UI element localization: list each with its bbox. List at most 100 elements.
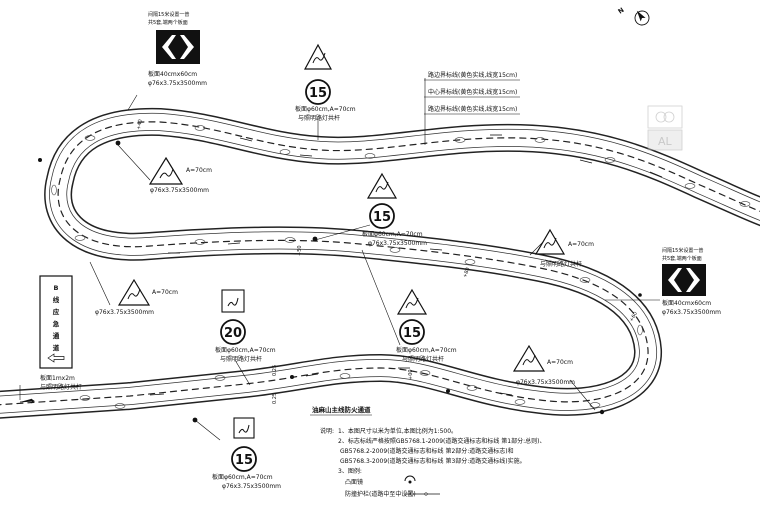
chevron-left-icon bbox=[162, 35, 176, 59]
station-2: 0.25 bbox=[272, 393, 278, 404]
left-sign-char-3: 应 bbox=[53, 307, 60, 316]
warning-sign-bottom-right: A=70cm φ76x3.75x3500mm bbox=[512, 344, 575, 386]
tri-left-a: A=70cm bbox=[152, 289, 178, 296]
chevron-sign-top-left: 间隔15米设置一普 共5套,端两个板面 板面40cmx60cm φ76x3.75… bbox=[148, 11, 207, 87]
speed-top-value: 15 bbox=[309, 86, 327, 101]
left-sign-mount: 与照明路灯共杆 bbox=[40, 383, 82, 391]
left-sign-char-6: 道 bbox=[53, 343, 60, 352]
left-sign-char-4: 急 bbox=[53, 319, 60, 328]
sign-top-left-note2: 共5套,端两个板面 bbox=[148, 19, 188, 26]
speed-limit-circle bbox=[220, 319, 246, 345]
tri-bottom-right-pole: φ76x3.75x3500mm bbox=[516, 379, 575, 386]
sign-right-board: 板面40cmx60cm bbox=[662, 299, 711, 307]
speed-limit-circle bbox=[231, 446, 257, 472]
speed-bottom-value: 15 bbox=[235, 453, 253, 468]
sign-right-note1: 间隔15米设置一普 bbox=[662, 247, 703, 254]
tri-bottom-right-a: A=70cm bbox=[547, 359, 573, 366]
warning-triangle-icon bbox=[303, 43, 333, 70]
speed-top-mount: 与照明路灯共杆 bbox=[298, 114, 340, 122]
notes-line-1: 1、本图尺寸以米为单位,本图比例为1:500。 bbox=[338, 427, 457, 435]
station-4: +80 bbox=[462, 267, 471, 279]
speed-right-mount: 与照明路灯共杆 bbox=[402, 355, 444, 363]
tri-right-a: A=70cm bbox=[568, 241, 594, 248]
lane-arrows bbox=[19, 134, 663, 404]
left-sign-char-2: 线 bbox=[53, 295, 60, 304]
speed-limit-circle bbox=[305, 79, 331, 105]
guardrail-outer bbox=[0, 122, 760, 405]
sign-top-left-pole: φ76x3.75x3500mm bbox=[148, 80, 207, 87]
sign-right-pole: φ76x3.75x3500mm bbox=[662, 309, 721, 316]
slippery-road-icon bbox=[227, 297, 239, 307]
line-note-2: 中心界标线(黄色实线,线宽15cm) bbox=[428, 88, 517, 96]
warning-triangle-icon bbox=[512, 344, 546, 372]
warning-sign-left: A=70cm φ76x3.75x3500mm bbox=[95, 278, 178, 316]
left-sign-board: 板面1mx2m bbox=[40, 374, 75, 382]
speed-mid-board: 板面φ60cm,A=70cm bbox=[362, 230, 423, 238]
speed-sign-bottom: 15 板面φ60cm,A=70cm φ76x3.75x3500mm bbox=[212, 417, 281, 490]
tri-left-pole: φ76x3.75x3500mm bbox=[95, 309, 154, 316]
warning-triangle-icon bbox=[366, 172, 398, 199]
speed-top-board: 板面φ60cm,A=70cm bbox=[295, 105, 356, 113]
chevron-right-icon bbox=[180, 35, 194, 59]
station-labels: 0.25 0.25 +50 +80 +00 +60 +40 bbox=[136, 119, 639, 404]
speed-right-value: 15 bbox=[403, 326, 421, 341]
speed-bottom-pole: φ76x3.75x3500mm bbox=[222, 483, 281, 490]
tri-upper-left-a: A=70cm bbox=[186, 167, 212, 174]
speed-limit-circle bbox=[369, 203, 395, 229]
warning-sign-right: A=70cm 与照明路灯共杆 bbox=[534, 228, 594, 268]
notes-line-4: GB5768.3-2009(道路交通标志和标线 第3部分:道路交通标线)实施。 bbox=[340, 457, 526, 465]
station-7: +40 bbox=[136, 119, 144, 130]
notes-block: 说明: 1、本图尺寸以米为单位,本图比例为1:500。 2、标志标线严格按照GB… bbox=[320, 427, 545, 498]
warning-triangle-icon bbox=[117, 278, 151, 306]
line-notes: 路边界标线(黄色实线,线宽15cm) 中心界标线(黄色实线,线宽15cm) 路边… bbox=[424, 71, 520, 115]
emergency-lane-sign: B 线 应 急 通 道 板面1mx2m 与照明路灯共杆 bbox=[39, 275, 82, 391]
leader-lines bbox=[19, 78, 660, 441]
arrow-left-icon bbox=[47, 353, 65, 363]
chevron-left-icon bbox=[668, 268, 682, 292]
north-label: N bbox=[617, 6, 626, 16]
warning-triangle-icon bbox=[396, 288, 428, 315]
speed-sign-middle: 15 板面φ60cm,A=70cm φ76x3.75x3500mm bbox=[362, 172, 427, 247]
speed-sign-right-middle: 15 板面φ60cm,A=70cm 与照明路灯共杆 bbox=[396, 288, 457, 363]
drawing-title: 油麻山主线防火通道 bbox=[312, 405, 371, 414]
north-arrow bbox=[634, 10, 650, 26]
sign-right-note2: 共5套,端两个板面 bbox=[662, 255, 702, 262]
speed-left20-mount: 与照明路灯共杆 bbox=[220, 355, 262, 363]
sign-top-left-note1: 间隔15米设置一普 bbox=[148, 11, 189, 18]
legend-mirror-label: 凸面镜 bbox=[345, 478, 363, 486]
warning-sign-upper-left: A=70cm φ76x3.75x3500mm bbox=[148, 156, 212, 194]
tri-right-mount: 与照明路灯共杆 bbox=[540, 260, 582, 268]
speed-limit-circle bbox=[399, 319, 425, 345]
legend-guardrail-label: 防撞护栏(道路中至中设置) bbox=[345, 490, 416, 498]
speed-sign-20: 20 板面φ60cm,A=70cm 与照明路灯共杆 bbox=[215, 289, 276, 363]
speed-sign-top: 15 板面φ60cm,A=70cm 与照明路灯共杆 bbox=[295, 43, 356, 122]
station-3: +50 bbox=[297, 245, 303, 256]
chevron-right-icon bbox=[686, 268, 700, 292]
speed-left20-value: 20 bbox=[224, 326, 242, 341]
watermark-text: AL bbox=[658, 135, 673, 148]
line-note-3: 路边界标线(黄色实线,线宽15cm) bbox=[428, 105, 517, 113]
notes-header: 说明: bbox=[320, 427, 334, 435]
speed-bottom-board: 板面φ60cm,A=70cm bbox=[212, 473, 273, 481]
speed-mid-pole: φ76x3.75x3500mm bbox=[368, 240, 427, 247]
convex-mirror-icon bbox=[404, 475, 416, 482]
notes-line-3: GB5768.2-2009(道路交通标志和标线 第2部分:道路交通标志)和 bbox=[340, 447, 514, 455]
road bbox=[0, 107, 760, 419]
speed-left20-board: 板面φ60cm,A=70cm bbox=[215, 346, 276, 354]
station-1: 0.25 bbox=[272, 365, 278, 376]
tri-upper-left-pole: φ76x3.75x3500mm bbox=[150, 187, 209, 194]
line-note-1: 路边界标线(黄色实线,线宽15cm) bbox=[428, 71, 517, 79]
center-line bbox=[0, 121, 760, 406]
chevron-sign-right: 间隔15米设置一普 共5套,端两个板面 板面40cmx60cm φ76x3.75… bbox=[662, 247, 721, 316]
station-6: +60 bbox=[629, 311, 639, 323]
left-sign-char-1: B bbox=[54, 284, 59, 292]
left-sign-char-5: 通 bbox=[53, 331, 60, 340]
notes-line-5: 3、图例: bbox=[338, 467, 362, 475]
speed-right-board: 板面φ60cm,A=70cm bbox=[396, 346, 457, 354]
watermark: AL bbox=[647, 105, 683, 151]
warning-triangle-icon bbox=[534, 228, 566, 255]
road-markers bbox=[51, 125, 751, 409]
notes-line-2: 2、标志标线严格按照GB5768.1-2009(道路交通标志和标线 第1部分:总… bbox=[338, 437, 545, 445]
warning-triangle-icon bbox=[148, 156, 184, 185]
